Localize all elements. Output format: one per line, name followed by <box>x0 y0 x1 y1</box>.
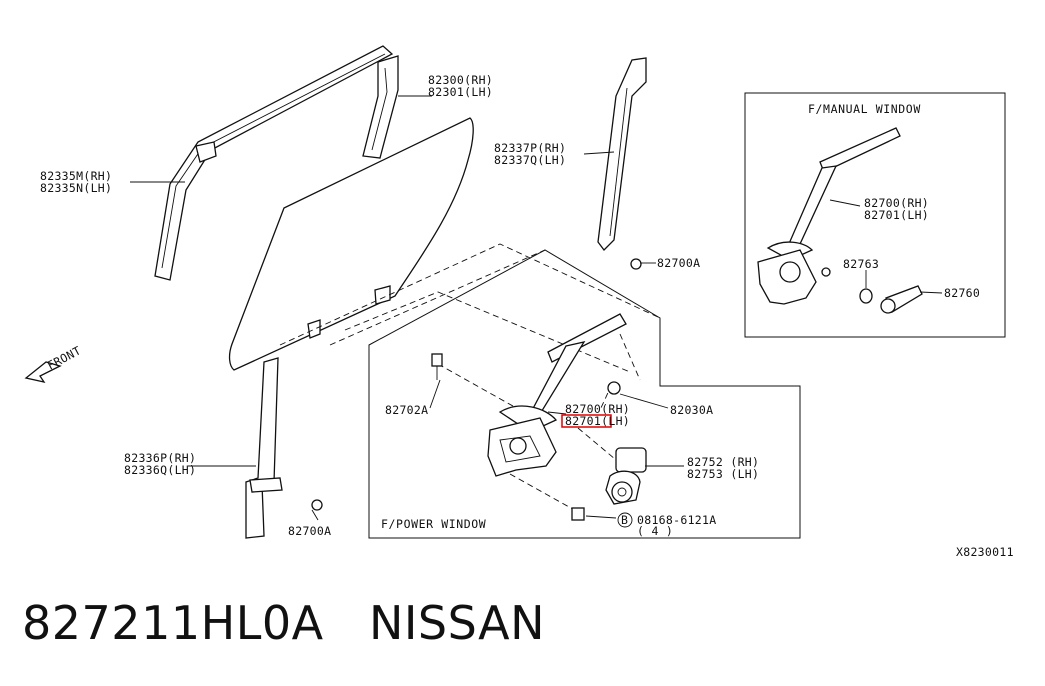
label-bolt-left: 82700A <box>288 524 331 538</box>
manual-window-title: F/MANUAL WINDOW <box>808 102 921 116</box>
label-bolt-82030a: 82030A <box>670 403 713 417</box>
projection-lines <box>279 243 661 513</box>
label-manual-regulator-rh: 82700(RH) <box>864 196 929 210</box>
door-glass <box>228 117 474 371</box>
power-window-box <box>368 249 801 539</box>
label-washer: 82763 <box>843 257 879 271</box>
label-front-guide-lh: 82336Q(LH) <box>124 463 196 477</box>
footer-part-number: 827211HL0A <box>22 596 324 650</box>
label-rear-guide-lh: 82337Q(LH) <box>494 153 566 167</box>
sash-frame <box>154 45 399 281</box>
label-handle: 82760 <box>944 286 980 300</box>
power-regulator <box>487 313 627 477</box>
label-screw-symbol: B <box>621 513 628 527</box>
bolt-82030a <box>607 381 621 395</box>
highlight-box <box>561 414 612 428</box>
label-motor-rh: 82752 (RH) <box>687 455 759 469</box>
manual-window-box <box>744 92 1006 338</box>
symbol-b-circle <box>617 512 633 528</box>
label-front-guide-rh: 82336P(RH) <box>124 451 196 465</box>
drawing-id: X8230011 <box>956 545 1014 559</box>
washer-82763 <box>859 288 873 304</box>
label-glass-rh: 82300(RH) <box>428 73 493 87</box>
label-manual-regulator-lh: 82701(LH) <box>864 208 929 222</box>
label-sash-lh: 82335N(LH) <box>40 181 112 195</box>
footer-caption: 827211HL0A NISSAN <box>22 596 545 650</box>
front-arrow-icon <box>24 361 62 383</box>
label-bolt-82702a: 82702A <box>385 403 428 417</box>
front-glass-guide <box>245 357 323 539</box>
label-regulator-lh: 82701(LH) <box>565 414 630 428</box>
label-regulator-rh: 82700(RH) <box>565 402 630 416</box>
power-window-title: F/POWER WINDOW <box>381 517 486 531</box>
label-front: FRONT <box>45 343 83 372</box>
window-handle-82760 <box>880 285 923 314</box>
rear-glass-guide <box>597 57 647 270</box>
footer-brand: NISSAN <box>368 596 546 650</box>
label-rear-guide-rh: 82337P(RH) <box>494 141 566 155</box>
label-bolt-right: 82700A <box>657 256 700 270</box>
manual-regulator <box>757 127 901 305</box>
leader-lines <box>130 95 943 521</box>
bolt-82702a <box>431 353 443 380</box>
screw-08168 <box>571 507 585 521</box>
label-screw-code: 08168-6121A <box>637 513 716 527</box>
label-screw-qty: ( 4 ) <box>637 524 673 538</box>
label-glass-lh: 82301(LH) <box>428 85 493 99</box>
label-sash-rh: 82335M(RH) <box>40 169 112 183</box>
window-motor <box>605 447 647 505</box>
label-motor-lh: 82753 (LH) <box>687 467 759 481</box>
